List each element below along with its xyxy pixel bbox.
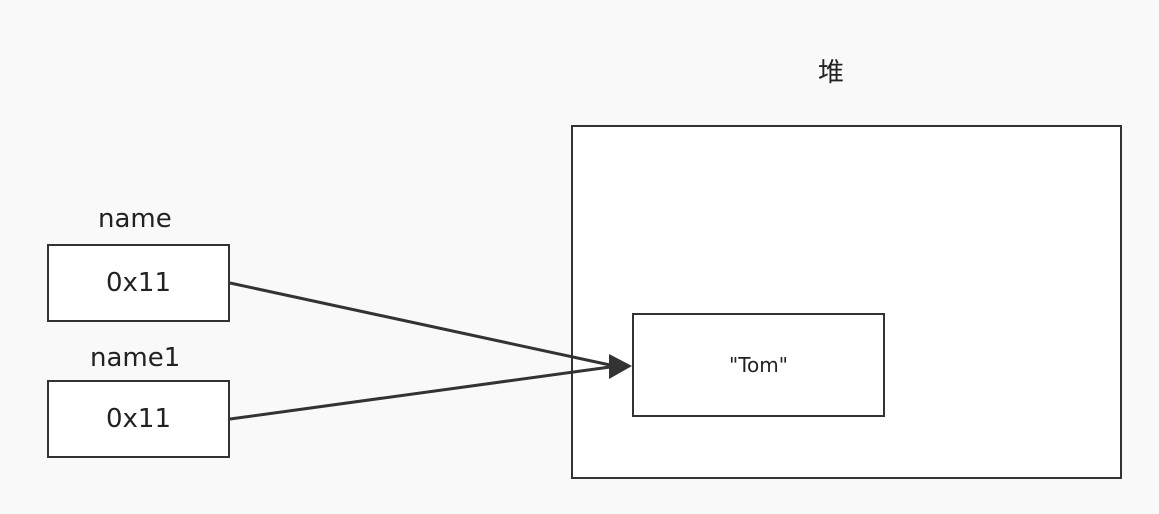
arrow-name1-to-string: [229, 365, 611, 421]
arrow-name-to-string: [229, 281, 611, 367]
variable-name-label: name: [98, 204, 172, 234]
heap-title: 堆: [818, 58, 845, 88]
variable-name1-address: 0x11: [105, 404, 171, 434]
heap-region: [571, 125, 1122, 479]
variable-name1-box: 0x11: [47, 380, 230, 458]
string-object-value: "Tom": [729, 353, 788, 377]
variable-name-box: 0x11: [47, 244, 230, 322]
variable-name-address: 0x11: [105, 268, 171, 298]
string-object-box: "Tom": [632, 313, 885, 417]
variable-name1-label: name1: [90, 343, 181, 373]
